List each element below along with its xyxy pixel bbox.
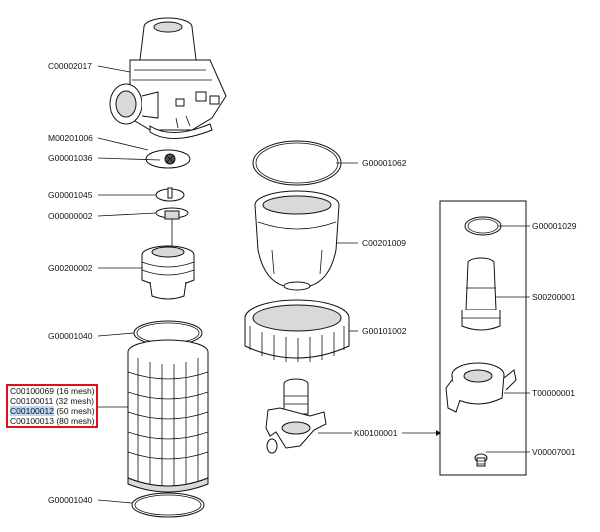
label-gasket-top: G00001040 [48,331,93,341]
label-bowl-ring: G00001062 [362,158,407,168]
label-kit-valve: S00200001 [532,292,576,302]
nut-drawing [244,299,350,362]
ball-spring-drawing [145,149,191,169]
label-kit-screw: V00007001 [532,447,576,457]
kit-screw-drawing [474,453,488,467]
mesh-option-code: C00100069 [10,386,54,396]
label-kit-body: T00000001 [532,388,576,398]
label-small-oring: G00001045 [48,190,93,200]
gasket-bottom-drawing [131,492,205,518]
mesh-option[interactable]: C00100069 (16 mesh) [8,386,96,396]
mesh-option-size: (16 mesh) [56,386,95,396]
leader-lines [97,65,530,504]
mesh-screen-drawing [127,339,209,493]
label-piston: O00000002 [48,211,93,221]
mesh-option-selected[interactable]: C00100012 (50 mesh) [8,406,96,416]
mesh-option[interactable]: C00100011 (32 mesh) [8,396,96,406]
kit-valve-drawing [461,257,501,331]
label-head: C00002017 [48,61,92,71]
label-gasket-bottom: G00001040 [48,495,93,505]
label-bowl: C00201009 [362,238,406,248]
mesh-option[interactable]: C00100013 (80 mesh) [8,416,96,426]
label-spring: G00001036 [48,153,93,163]
mesh-option-size: (80 mesh) [56,416,95,426]
filter-head-drawing [109,17,227,140]
mesh-option-code: C00100012 [10,406,54,416]
label-nut: G00101002 [362,326,407,336]
bowl-ring-drawing [252,140,342,186]
mesh-options-box: C00100069 (16 mesh) C00100011 (32 mesh) … [6,384,98,428]
label-ball: M00201006 [48,133,93,143]
piston-drawing [155,207,189,246]
small-oring-drawing [155,187,185,202]
mesh-option-code: C00100013 [10,416,54,426]
mesh-option-size: (50 mesh) [56,406,95,416]
label-kit-oring: G00001029 [532,221,577,231]
kit-body-drawing [445,362,517,413]
mesh-option-code: C00100011 [10,396,54,406]
kit-box [439,200,527,476]
label-cartridge: G00200002 [48,263,93,273]
kit-oring-drawing [464,216,502,236]
kit-assembly-drawing [265,378,327,454]
bowl-drawing [254,190,340,291]
cartridge-drawing [141,245,195,300]
label-kit: K00100001 [354,428,398,438]
mesh-option-size: (32 mesh) [55,396,94,406]
